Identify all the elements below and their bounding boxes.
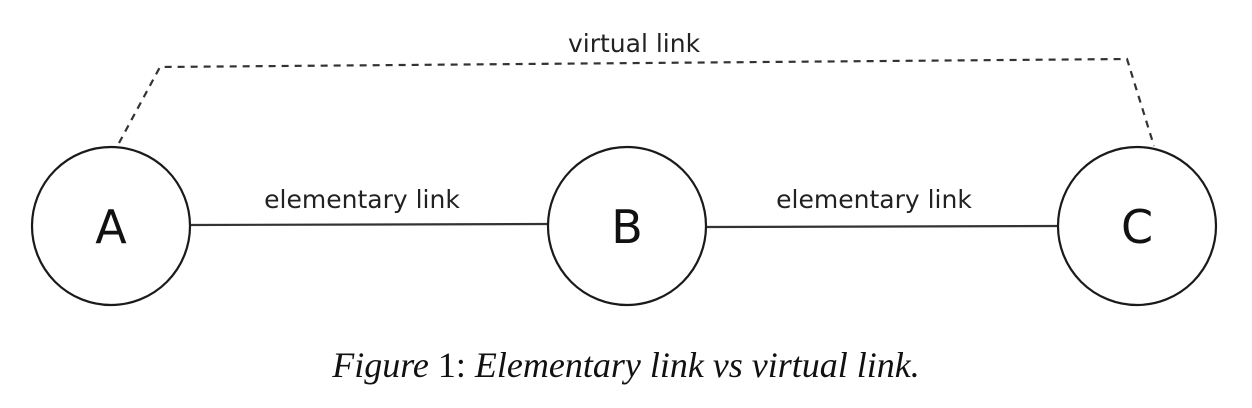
elementary-link-label-b-c: elementary link bbox=[776, 185, 972, 214]
node-b: B bbox=[546, 145, 708, 307]
node-b-circle bbox=[546, 145, 708, 307]
node-c: C bbox=[1056, 145, 1218, 307]
virtual-link-line bbox=[118, 57, 1156, 147]
node-b-label: B bbox=[611, 200, 643, 254]
node-c-label: C bbox=[1121, 200, 1153, 254]
elementary-link-line-b-c bbox=[705, 224, 1060, 229]
node-a-circle bbox=[30, 145, 192, 307]
figure-caption: Figure 1: Elementary link vs virtual lin… bbox=[0, 344, 1252, 387]
caption-prefix: Figure bbox=[332, 345, 429, 385]
caption-number: 1 bbox=[437, 345, 456, 385]
elementary-link-label-a-b: elementary link bbox=[264, 185, 460, 214]
node-a: A bbox=[30, 145, 192, 307]
network-diagram: virtual link elementary link elementary … bbox=[30, 29, 1218, 307]
virtual-link-label: virtual link bbox=[568, 29, 701, 58]
node-a-label: A bbox=[95, 200, 127, 254]
node-c-circle bbox=[1056, 145, 1218, 307]
elementary-link-line-a-b bbox=[189, 222, 549, 227]
caption-separator: : bbox=[455, 345, 466, 385]
caption-text: Elementary link vs virtual link. bbox=[474, 345, 920, 385]
